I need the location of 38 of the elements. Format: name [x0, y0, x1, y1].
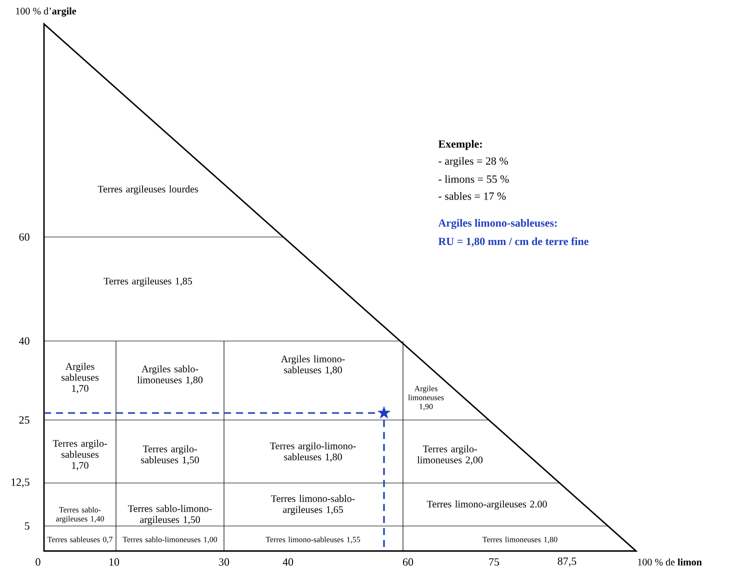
example-line: - sables = 17 % [438, 192, 506, 200]
axis-title: 100 % d’argile [16, 7, 76, 17]
region-label: Terres limono-sableuses 1,55 [266, 536, 360, 544]
region-label: Terres argileuses 1,85 [104, 277, 192, 287]
region-label: Terres argilo-sableuses 1,70 [52, 440, 107, 470]
region-label: Argiles sableuses 1,70 [62, 362, 99, 394]
example-line: - argiles = 28 % [438, 157, 508, 167]
tick-label: 40 [19, 337, 30, 345]
region-label: Terres limoneuses 1,80 [482, 536, 558, 544]
region-label: Terres sablo-argileuses 1,40 [56, 506, 104, 524]
result-text: Argiles limono-sableuses: [438, 218, 557, 230]
region-label: Terres argileuses lourdes [98, 185, 198, 195]
result-text: RU = 1,80 mm / cm de terre fine [438, 237, 588, 247]
tick-label: 60 [402, 558, 414, 566]
axis-title: 100 % de limon [638, 558, 702, 566]
tick-label: 30 [219, 558, 230, 566]
example-heading: Exemple: [438, 140, 482, 150]
region-label: Terres argilo-limoneuses 2,00 [417, 445, 483, 465]
tick-label: 25 [19, 416, 30, 424]
tick-label: 75 [489, 558, 500, 566]
tick-label: 12,5 [12, 478, 30, 488]
tick-label: 0 [36, 558, 40, 566]
region-label: Terres limono-sablo-argileuses 1,65 [271, 494, 355, 516]
tick-label: 87,5 [558, 558, 576, 566]
tick-label: 40 [282, 558, 294, 566]
tick-label: 5 [24, 522, 30, 530]
region-label: Terres limono-argileuses 2.00 [426, 500, 547, 510]
region-label: Terres sableuses 0,7 [47, 536, 112, 544]
tick-label: 60 [19, 233, 30, 241]
region-label: Argiles sablo-limoneuses 1,80 [137, 365, 203, 385]
region-label: Terres sablo-limono-argileuses 1,50 [128, 504, 212, 526]
example-line: - limons = 55 % [438, 175, 509, 183]
tick-label: 10 [109, 558, 120, 566]
region-label: Argiles limoneuses 1,90 [408, 386, 444, 410]
region-label: Terres argilo-sableuses 1,50 [141, 445, 199, 465]
region-label: Terres sablo-limoneuses 1,00 [122, 536, 218, 544]
region-label: Terres argilo-limono-sableuses 1,80 [270, 442, 356, 462]
region-label: Argiles limono-sableuses 1,80 [280, 355, 345, 375]
